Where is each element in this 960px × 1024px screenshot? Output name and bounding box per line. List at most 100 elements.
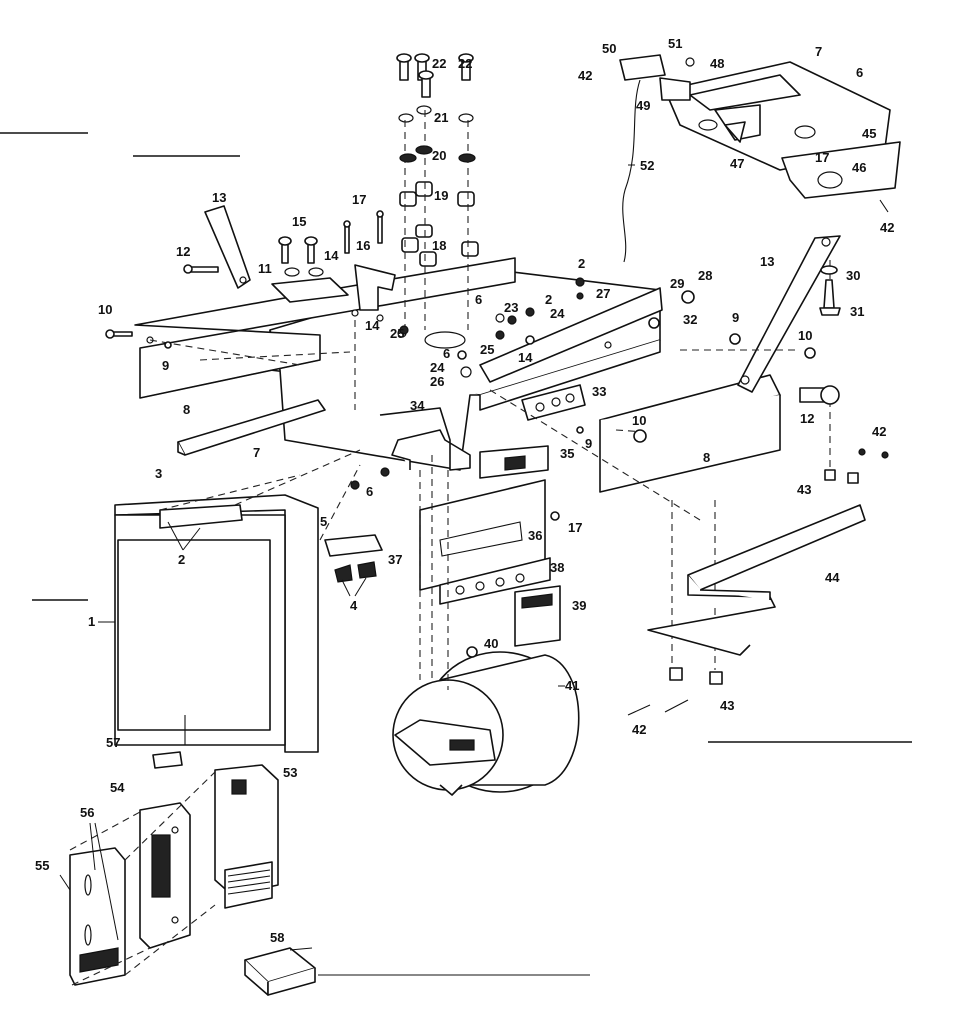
callout-57: 57: [106, 735, 120, 750]
callout-11: 11: [258, 261, 272, 276]
callout-23: 23: [504, 300, 518, 315]
callout-25: 25: [390, 326, 404, 341]
callout-44: 44: [825, 570, 840, 585]
bottom-dash-lines: [69, 771, 216, 986]
callout-32: 32: [683, 312, 697, 327]
callout-22: 22: [458, 56, 472, 71]
callout-46: 46: [852, 160, 866, 175]
callout-40: 40: [484, 636, 498, 651]
callout-24: 24: [550, 306, 565, 321]
mount-plate-34: [379, 407, 471, 471]
callout-8: 8: [703, 450, 710, 465]
callout-9: 9: [732, 310, 739, 325]
callout-53: 53: [283, 765, 297, 780]
callout-16: 16: [356, 238, 370, 253]
callout-50: 50: [602, 41, 616, 56]
callout-14: 14: [518, 350, 533, 365]
callout-54: 54: [110, 780, 125, 795]
callout-19: 19: [434, 188, 448, 203]
callout-labels: 1 2 2 2 3 4 5 6 6 6 6 7 7 8 8 9 9 9 10 1…: [35, 36, 894, 945]
callout-9: 9: [162, 358, 169, 373]
relay-39: [514, 585, 561, 647]
mounting-hardware-stack: [396, 53, 479, 267]
callout-29: 29: [670, 276, 684, 291]
bracket-16: [271, 264, 396, 311]
callout-10: 10: [798, 328, 812, 343]
callout-12: 12: [176, 244, 190, 259]
bracket-57: [152, 751, 183, 769]
callout-56: 56: [80, 805, 94, 820]
bracket-5: [324, 534, 383, 583]
callout-58: 58: [270, 930, 284, 945]
motor-41: [392, 651, 580, 796]
callout-6: 6: [366, 484, 373, 499]
callout-9: 9: [585, 436, 592, 451]
callout-42: 42: [578, 68, 592, 83]
callout-2: 2: [545, 292, 552, 307]
callout-13: 13: [212, 190, 226, 205]
callout-52: 52: [640, 158, 654, 173]
callout-30: 30: [846, 268, 860, 283]
terminal-strip-38: [439, 557, 551, 605]
callout-51: 51: [668, 36, 682, 51]
side-rail-right: [479, 287, 781, 493]
callout-47: 47: [730, 156, 744, 171]
callout-26: 26: [430, 374, 444, 389]
callout-5: 5: [320, 514, 327, 529]
panel-54: [139, 802, 191, 949]
callout-4: 4: [350, 598, 358, 613]
callout-42: 42: [880, 220, 894, 235]
callout-21: 21: [434, 110, 448, 125]
margin-rules: [0, 132, 912, 743]
callout-33: 33: [592, 384, 606, 399]
small-fasteners: [105, 210, 889, 716]
callout-45: 45: [862, 126, 876, 141]
callout-25: 25: [480, 342, 494, 357]
callout-17: 17: [815, 150, 829, 165]
callout-15: 15: [292, 214, 306, 229]
callout-43: 43: [720, 698, 734, 713]
callout-2: 2: [178, 552, 185, 567]
angle-bar: [177, 399, 326, 456]
callout-17: 17: [352, 192, 366, 207]
callout-42: 42: [632, 722, 646, 737]
callout-14: 14: [365, 318, 380, 333]
callout-7: 7: [253, 445, 260, 460]
callout-27: 27: [596, 286, 610, 301]
callout-36: 36: [528, 528, 542, 543]
callout-17: 17: [568, 520, 582, 535]
callout-14: 14: [324, 248, 339, 263]
callout-22: 22: [432, 56, 446, 71]
callout-13: 13: [760, 254, 774, 269]
callout-43: 43: [797, 482, 811, 497]
callout-2: 2: [578, 256, 585, 271]
callout-12: 12: [800, 411, 814, 426]
assembly-leader-lines: [149, 110, 831, 690]
callout-7: 7: [815, 44, 822, 59]
callout-10: 10: [98, 302, 112, 317]
switch-bracket-35: [479, 445, 549, 479]
hanger-strap-left: [204, 205, 251, 289]
callout-6: 6: [443, 346, 450, 361]
callout-38: 38: [550, 560, 564, 575]
callout-55: 55: [35, 858, 49, 873]
hanger-strap-right: [737, 235, 841, 393]
callout-31: 31: [850, 304, 864, 319]
pan-44: [647, 469, 866, 685]
cabinet-housing: [114, 494, 319, 753]
callout-37: 37: [388, 552, 402, 567]
callout-8: 8: [183, 402, 190, 417]
callout-42: 42: [872, 424, 886, 439]
callout-39: 39: [572, 598, 586, 613]
chassis-frame: [269, 267, 661, 471]
callout-24: 24: [430, 360, 445, 375]
callout-3: 3: [155, 466, 162, 481]
callout-10: 10: [632, 413, 646, 428]
callout-28: 28: [698, 268, 712, 283]
cover-55: [69, 847, 126, 986]
light-assembly-bracket: [619, 54, 901, 263]
callout-6: 6: [856, 65, 863, 80]
terminal-block-33: [521, 384, 586, 421]
callout-49: 49: [636, 98, 650, 113]
